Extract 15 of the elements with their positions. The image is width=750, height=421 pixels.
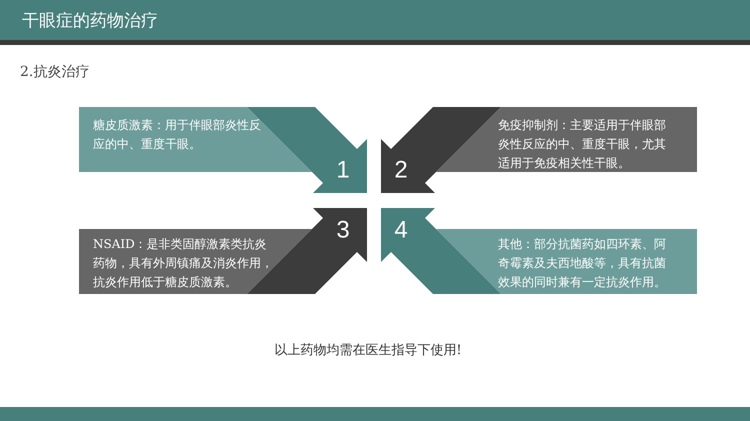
step-number: 2 xyxy=(394,156,408,184)
description-text: 糖皮质激素：用于伴眼部炎性反应的中、重度干眼。 xyxy=(93,117,262,153)
arrow-panel xyxy=(381,208,697,294)
step-number: 4 xyxy=(394,216,408,244)
section-heading: 2.抗炎治疗 xyxy=(20,63,90,81)
description-text: NSAID：是非类固醇激素类抗炎药物，具有外周镇痛及消炎作用，抗炎作用低于糖皮质激素。 xyxy=(93,236,274,291)
arrow-panel xyxy=(79,208,367,294)
arrow-panel xyxy=(381,107,697,193)
arrow-panel xyxy=(79,107,367,193)
note-text: 以上药物均需在医生指导下使用! xyxy=(274,343,462,358)
slide-title: 干眼症的药物治疗 xyxy=(22,10,158,32)
step-number: 3 xyxy=(336,216,350,244)
step-number: 1 xyxy=(336,156,350,184)
description-text: 其他：部分抗菌药如四环素、阿奇霉素及夫西地酸等，具有抗菌效果的同时兼有一定抗炎作用。 xyxy=(498,236,667,291)
description-text: 免疫抑制剂：主要适用于伴眼部炎性反应的中、重度干眼，尤其适用于免疫相关性干眼。 xyxy=(498,117,667,172)
